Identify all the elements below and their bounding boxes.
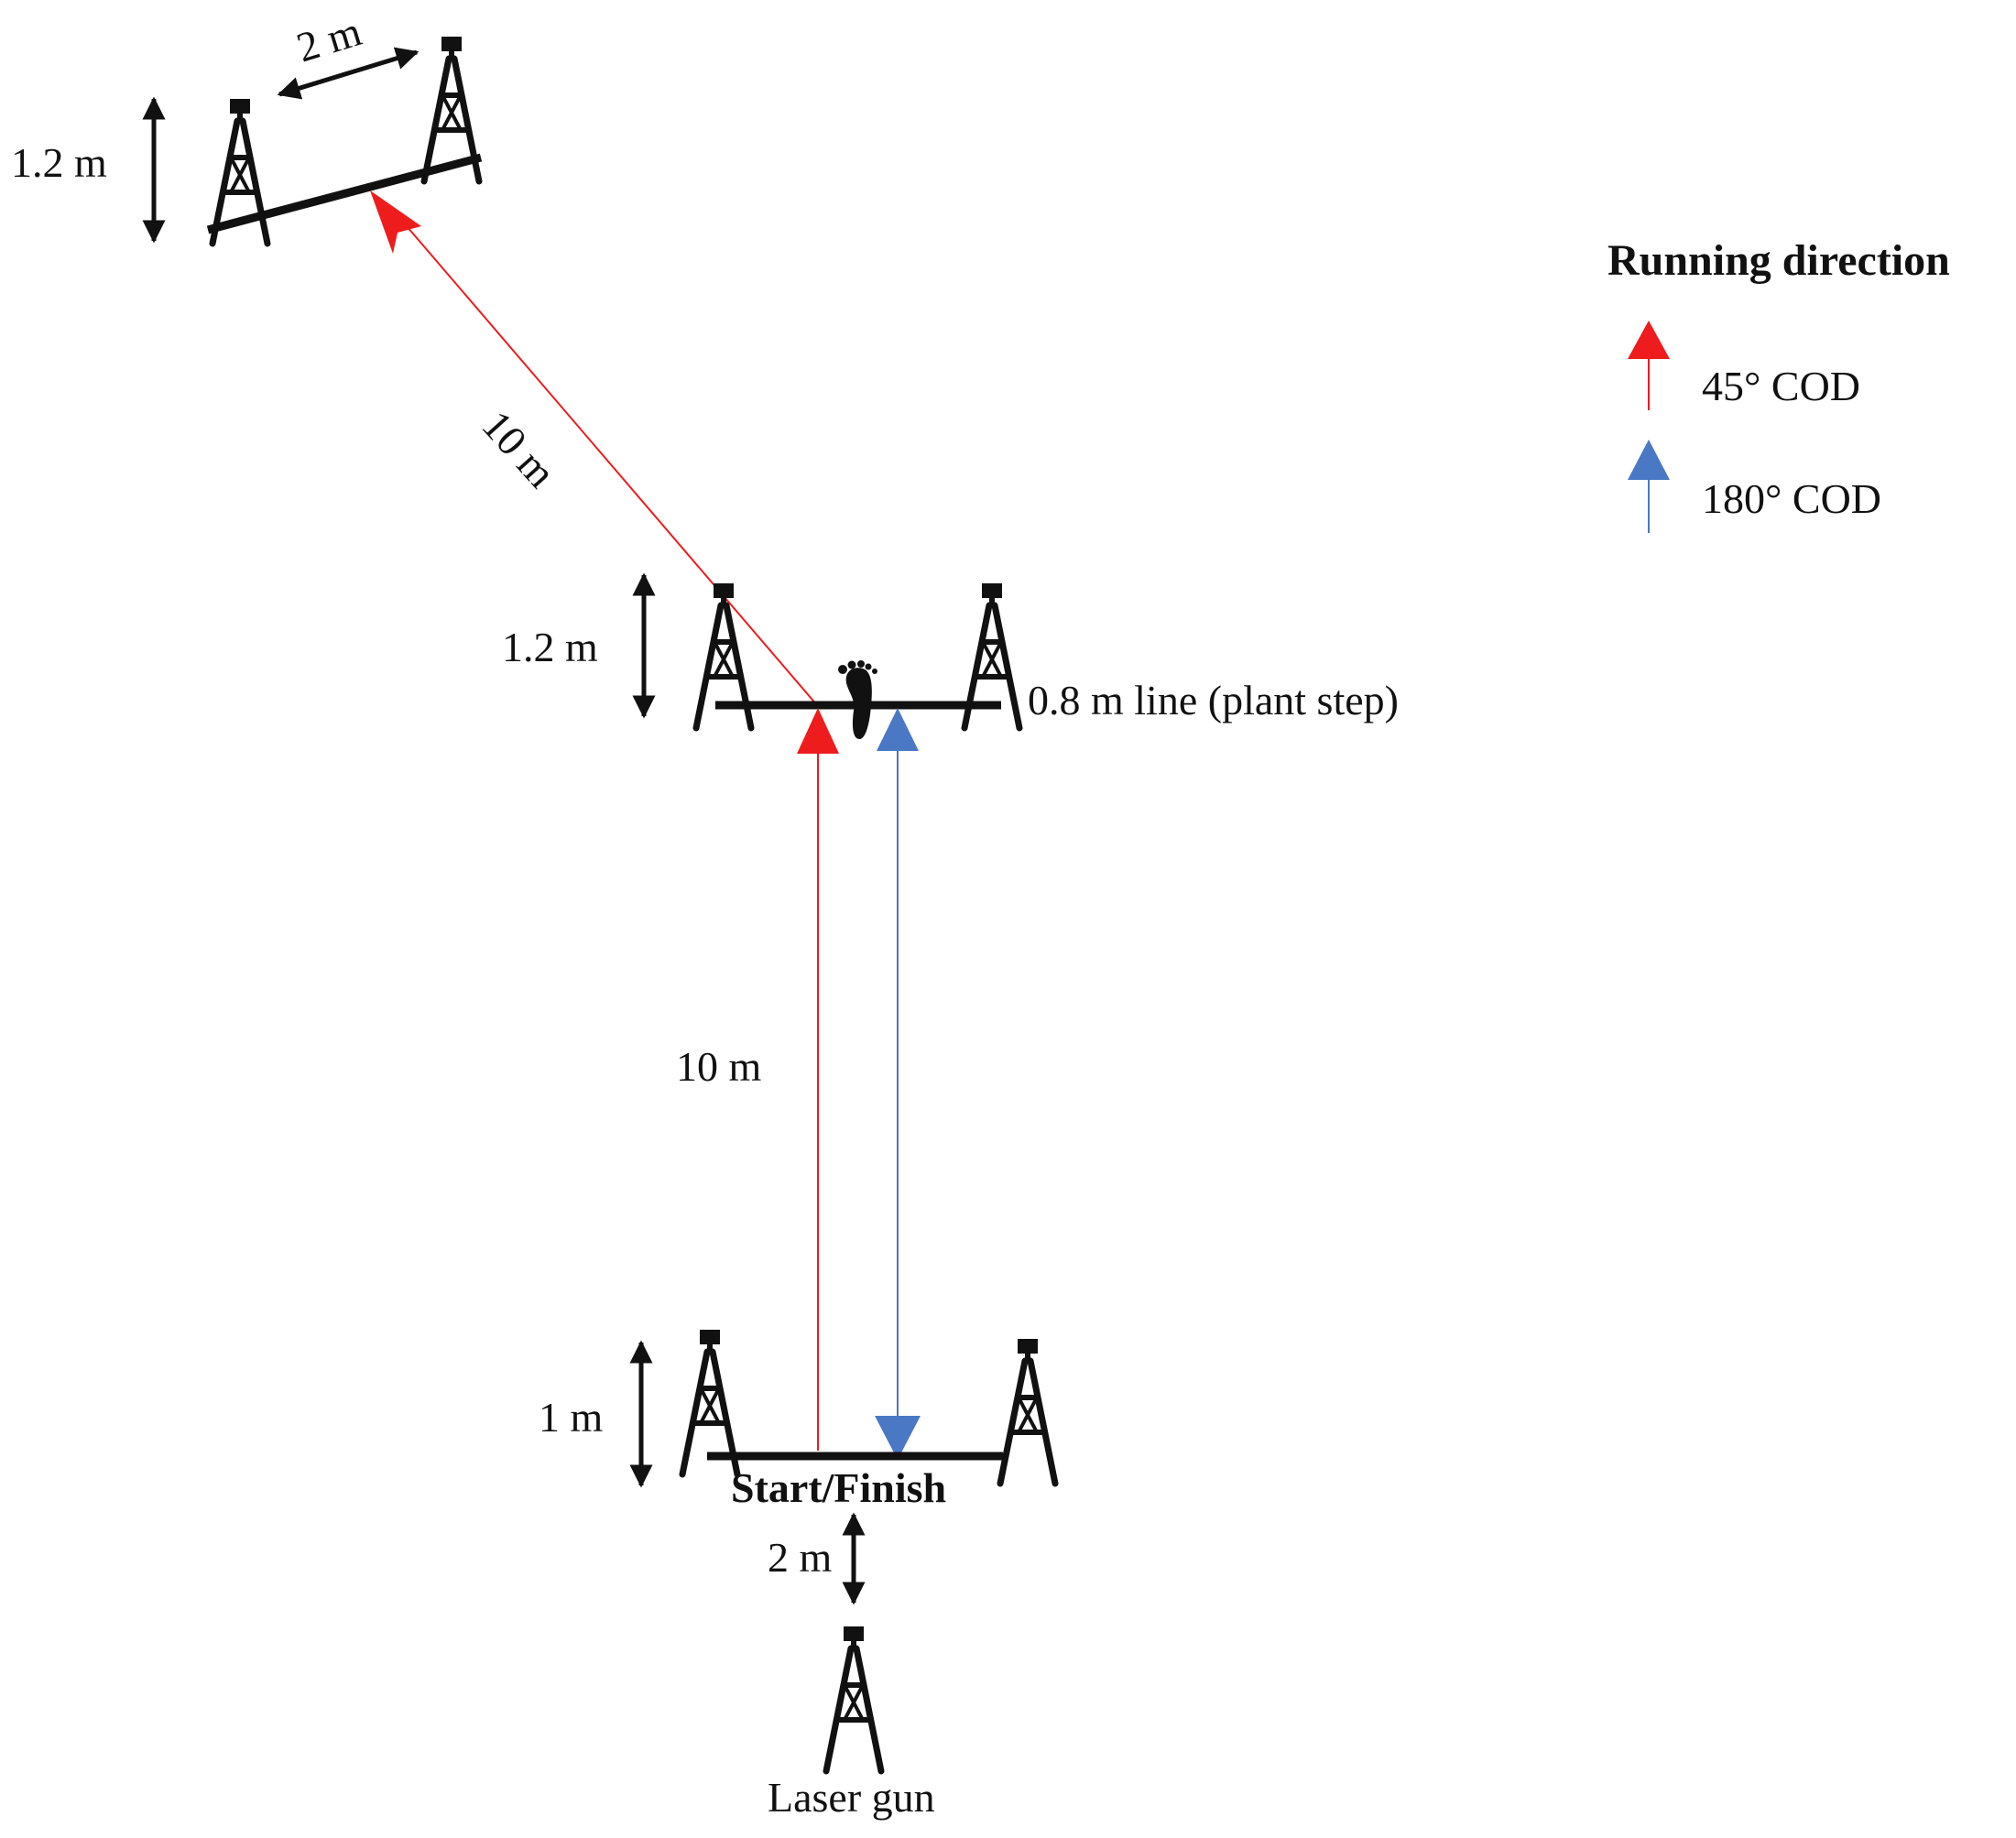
top-gate-width-label: 2 m: [291, 7, 366, 71]
blue-run-path: [875, 708, 921, 1460]
top-gate-height-label: 1.2 m: [11, 139, 107, 186]
diagonal-red-line: [395, 212, 818, 706]
laser-gun-station: 2 m Laser gun: [768, 1512, 935, 1821]
top-gate: 2 m 1.2 m: [11, 7, 481, 244]
top-gate-line: [206, 153, 483, 234]
laser-gun-label: Laser gun: [768, 1774, 935, 1821]
legend-blue-arrow-icon: [1628, 440, 1670, 480]
start-finish-label: Start/Finish: [731, 1464, 946, 1511]
start-finish-gate: 1 m Start/Finish: [539, 1330, 1055, 1511]
legend-title: Running direction: [1607, 236, 1950, 285]
laser-gun-tripod-icon: [826, 1626, 881, 1771]
straight-red-path: [797, 708, 839, 1451]
footprint-icon: [838, 660, 877, 740]
blue-down-arrowhead: [875, 1416, 921, 1460]
legend-red-arrow-icon: [1628, 321, 1670, 359]
start-gate-height-label: 1 m: [539, 1394, 604, 1441]
legend-item-45: 45° COD: [1628, 321, 1860, 410]
blue-up-arrowhead: [877, 708, 919, 751]
straight-distance-label: 10 m: [676, 1043, 762, 1090]
middle-gate-height-label: 1.2 m: [502, 624, 598, 670]
diagonal-red-arrowhead: [370, 190, 421, 254]
plant-line-label: 0.8 m line (plant step): [1028, 677, 1399, 723]
legend-item-180: 180° COD: [1628, 440, 1881, 533]
laser-distance-label: 2 m: [768, 1534, 833, 1581]
straight-red-arrowhead: [797, 708, 839, 754]
top-gate-width-arrow: [277, 47, 420, 100]
legend: Running direction 45° COD 180° COD: [1607, 236, 1950, 533]
diagonal-distance-label: 10 m: [474, 402, 565, 497]
start-right-tripod-icon: [1000, 1339, 1055, 1484]
legend-item-45-label: 45° COD: [1702, 363, 1860, 409]
legend-item-180-label: 180° COD: [1702, 475, 1881, 522]
middle-gate: 1.2 m 0.8 m line (plant step): [502, 572, 1399, 740]
